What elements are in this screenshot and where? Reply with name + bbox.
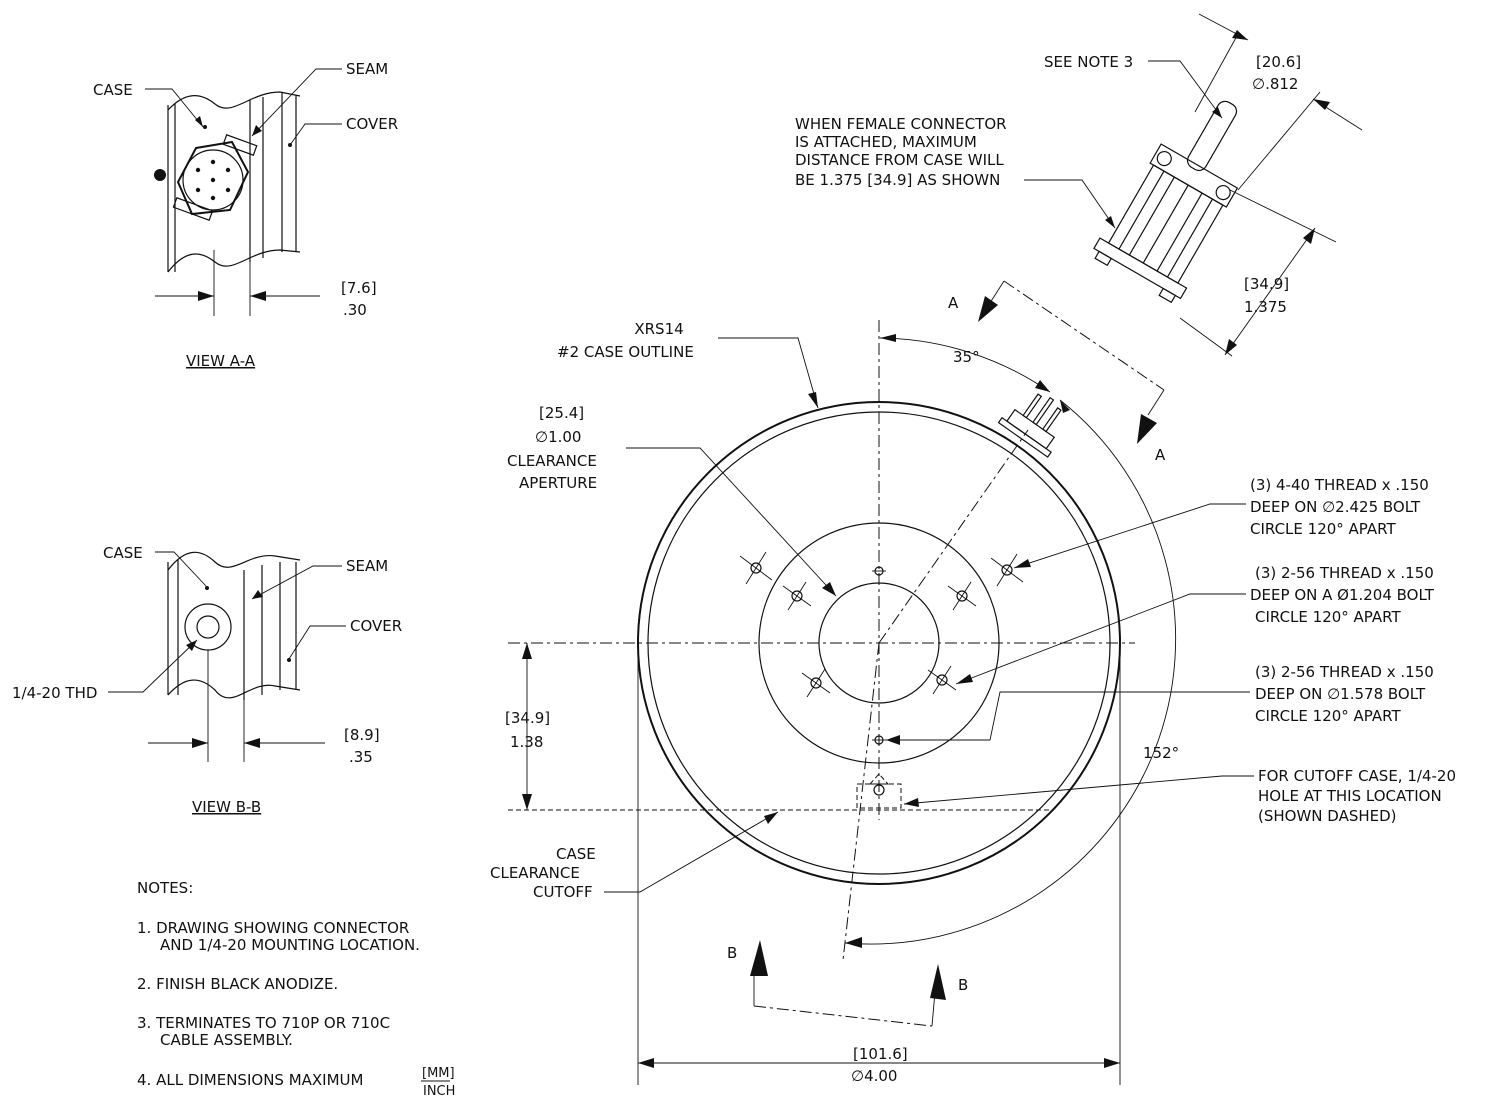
female-note-line-2: IS ATTACHED, MAXIMUM [795,133,977,151]
label-cover: COVER [346,115,398,133]
angle-35-line [878,429,1029,644]
female-connector-body [1093,100,1239,304]
thread-2-line-3: CIRCLE 120° APART [1255,608,1401,626]
aperture-mm: [25.4] [539,404,584,422]
bolt-hole-2-56-1 [782,581,812,611]
dia-in: ∅.812 [1252,75,1298,93]
dim-bb-mm: [8.9] [344,726,380,744]
note-4-mm: [MM] [422,1066,455,1081]
break-line-bottom [167,249,301,273]
note-4: 4. ALL DIMENSIONS MAXIMUM [137,1071,363,1089]
note-1-line-1: 1. DRAWING SHOWING CONNECTOR [137,919,409,937]
section-a-top: A [948,294,959,312]
thread-1-line-1: (3) 4-40 THREAD x .150 [1250,476,1429,494]
dia-mm: [20.6] [1256,53,1301,71]
section-b-left: B [727,944,737,962]
outline-label-2: #2 CASE OUTLINE [557,343,694,361]
case-connector [997,393,1062,458]
cutoff-note-line-1: FOR CUTOFF CASE, 1/4-20 [1258,767,1456,785]
main-view: 35° 152° A A B B XRS14 #2 CASE OUTLINE [… [490,280,1456,1085]
break-line-top [167,91,301,111]
note-3-line-2: CABLE ASSEMBLY. [160,1031,293,1049]
angle-152-line [842,642,880,961]
label-case: CASE [93,81,133,99]
thread-3-line-1: (3) 2-56 THREAD x .150 [1255,663,1434,681]
bolt-hole-4-40-1 [739,551,773,585]
connector-cable [1186,100,1238,172]
note-2: 2. FINISH BLACK ANODIZE. [137,975,338,993]
hex-connector [176,140,250,216]
notes-block: NOTES: 1. DRAWING SHOWING CONNECTOR AND … [137,879,455,1099]
dim-aa-mm: [7.6] [341,279,377,297]
bolt-hole-2-56-3 [801,668,831,698]
cutoff-label-3: CUTOFF [533,883,593,901]
label-case-b: CASE [103,544,143,562]
edge-mark [154,169,166,181]
height-in: 1.38 [510,733,543,751]
label-seam-b: SEAM [346,557,388,575]
thread-1-line-2: DEEP ON ∅2.425 BOLT [1250,498,1421,516]
width-mm: [101.6] [853,1045,908,1063]
aperture-label-1: CLEARANCE [507,452,597,470]
dim-aa-in: .30 [343,301,367,319]
outline-label-1: XRS14 [634,320,683,338]
thread-2-line-1: (3) 2-56 THREAD x .150 [1255,564,1434,582]
bolt-hole-2-56-4 [927,665,957,695]
connector-detail: SEE NOTE 3 [20.6] ∅.812 WHEN FEMALE CONN… [795,13,1363,357]
section-a-bottom: A [1155,446,1166,464]
section-b-right: B [958,976,968,994]
angle-35-label: 35° [953,348,980,366]
bolt-hole-4-40-2 [990,553,1024,587]
clearance-aperture [818,582,940,704]
dim-bb-in: .35 [349,748,373,766]
len-in: 1.375 [1244,298,1287,316]
threaded-hole-inner [196,615,220,639]
cutoff-note-line-2: HOLE AT THIS LOCATION [1258,787,1442,805]
cutoff-note-line-3: (SHOWN DASHED) [1258,807,1397,825]
cutoff-label-1: CASE [556,845,596,863]
bolt-hole-2-56-2 [947,581,977,611]
thread-1-line-3: CIRCLE 120° APART [1250,520,1396,538]
section-a-line [1003,280,1165,391]
thread-3-line-2: DEEP ON ∅1.578 BOLT [1255,685,1426,703]
width-in: ∅4.00 [851,1067,897,1085]
label-thread-b: 1/4-20 THD [12,684,97,702]
height-mm: [34.9] [505,709,550,727]
case-inner-ring [647,411,1111,875]
aperture-in: ∅1.00 [535,428,581,446]
female-note-line-4: BE 1.375 [34.9] AS SHOWN [795,171,1000,189]
notes-heading: NOTES: [137,879,193,897]
break-line-top-b [167,551,301,571]
female-note-line-1: WHEN FEMALE CONNECTOR [795,115,1007,133]
note-1-line-2: AND 1/4-20 MOUNTING LOCATION. [160,936,420,954]
view-aa-title: VIEW A-A [186,352,256,370]
label-seam: SEAM [346,60,388,78]
connector-flange [1093,237,1188,300]
len-mm: [34.9] [1244,275,1289,293]
note-3-line-1: 3. TERMINATES TO 710P OR 710C [137,1014,390,1032]
angle-152-label: 152° [1143,744,1179,762]
view-a-a: CASE SEAM COVER [7.6] .30 VIEW A-A [93,60,398,370]
label-cover-b: COVER [350,617,402,635]
aperture-label-2: APERTURE [519,474,597,492]
view-bb-title: VIEW B-B [192,798,261,816]
thread-2-line-2: DEEP ON A Ø1.204 BOLT [1250,586,1435,604]
thread-3-line-3: CIRCLE 120° APART [1255,707,1401,725]
bolt-ring [758,522,1000,764]
see-note-3: SEE NOTE 3 [1044,53,1133,71]
female-note-line-3: DISTANCE FROM CASE WILL [795,151,1004,169]
section-b-line [753,1005,933,1027]
view-b-b: CASE SEAM COVER 1/4-20 THD [8.9] .35 VIE… [12,544,402,816]
cutoff-label-2: CLEARANCE [490,864,580,882]
cutoff-hole [856,773,902,809]
note-4-in: INCH [423,1084,455,1099]
